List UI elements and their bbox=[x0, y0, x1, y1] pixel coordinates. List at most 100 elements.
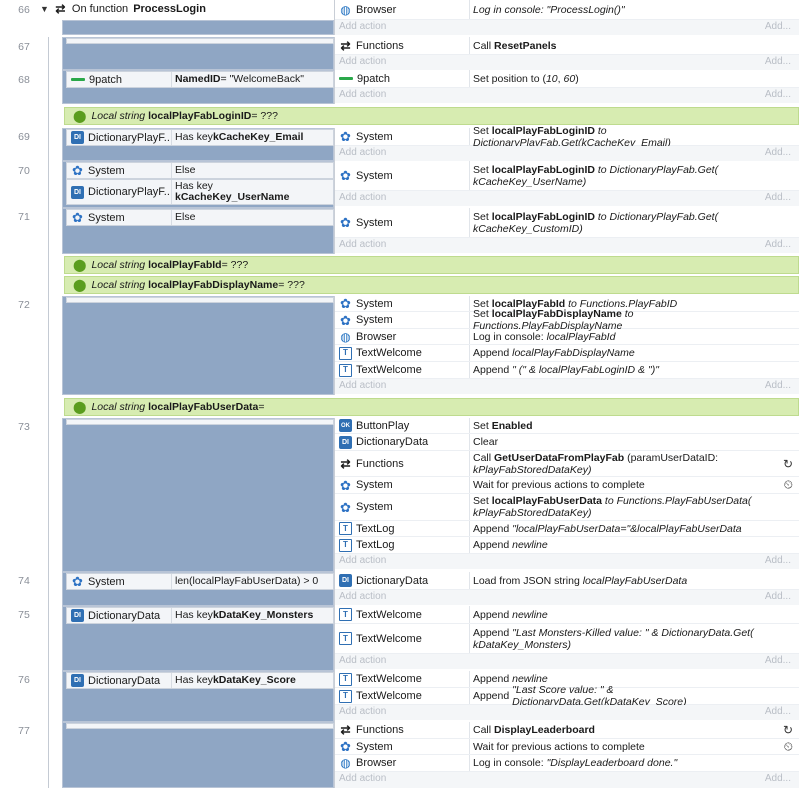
events-region: 67 ⇄Functions Call ResetPanels Add actio… bbox=[0, 37, 799, 788]
dictionary-icon: DI bbox=[71, 609, 84, 622]
action-row[interactable]: ⇄Functions Call GetUserDataFromPlayFab (… bbox=[335, 451, 799, 477]
action-row[interactable]: ⇄Functions Call DisplayLeaderboard ↻ bbox=[335, 722, 799, 739]
event-74[interactable]: ✿System len(localPlayFabUserData) > 0 DI… bbox=[0, 572, 799, 606]
line-number: 67 bbox=[18, 41, 30, 53]
globe-icon: ◍ bbox=[340, 756, 351, 770]
text-icon: T bbox=[339, 346, 352, 360]
event-72[interactable]: ✿System Set localPlayFabId to Functions.… bbox=[0, 296, 799, 395]
action-row[interactable]: ✿System Wait for previous actions to com… bbox=[335, 739, 799, 755]
condition-row[interactable]: ✿System Else bbox=[66, 162, 334, 179]
condition-area[interactable] bbox=[62, 296, 334, 395]
action-row[interactable]: ✿System Set localPlayFabLoginID to Dicti… bbox=[335, 125, 799, 149]
gear-icon: ✿ bbox=[340, 168, 351, 183]
action-row[interactable]: ✿System Set localPlayFabId to Functions.… bbox=[335, 296, 799, 312]
condition-row[interactable]: ✿System len(localPlayFabUserData) > 0 bbox=[66, 573, 334, 590]
action-row[interactable]: ✿System Set localPlayFabUserData to Func… bbox=[335, 494, 799, 521]
action-row[interactable]: ◍Browser Log in console: "DisplayLeaderb… bbox=[335, 755, 799, 772]
action-row[interactable]: ✿System Wait for previous actions to com… bbox=[335, 477, 799, 494]
action-row[interactable]: ⇄Functions Call ResetPanels bbox=[335, 37, 799, 55]
variable-pin-icon: ⬤ bbox=[73, 258, 87, 272]
condition-area[interactable]: ✿System len(localPlayFabUserData) > 0 bbox=[62, 572, 334, 606]
local-variable[interactable]: ⬤ Local string localPlayFabUserData = bbox=[64, 398, 799, 416]
event-68[interactable]: 9patch NamedID = "WelcomeBack" 9patch Se… bbox=[0, 70, 799, 104]
line-number: 69 bbox=[18, 131, 30, 143]
gear-icon: ✿ bbox=[72, 210, 83, 225]
condition-area[interactable]: ✿System Else bbox=[62, 208, 334, 254]
local-variable[interactable]: ⬤ Local string localPlayFabDisplayName =… bbox=[64, 276, 799, 294]
loop-icon: ⇄ bbox=[340, 456, 351, 471]
condition-area[interactable]: 9patch NamedID = "WelcomeBack" bbox=[62, 70, 334, 104]
gear-icon: ✿ bbox=[340, 739, 351, 754]
condition-area[interactable] bbox=[62, 722, 334, 788]
condition-area[interactable] bbox=[62, 418, 334, 572]
function-condition-area[interactable] bbox=[62, 20, 334, 35]
condition-area[interactable] bbox=[62, 37, 334, 70]
action-row[interactable]: ✿System Set localPlayFabLoginID to Dicti… bbox=[335, 208, 799, 238]
condition-row[interactable]: ✿System Else bbox=[66, 209, 334, 226]
action-row[interactable]: 9patch Set position to (10, 60) bbox=[335, 70, 799, 88]
line-number: 76 bbox=[18, 674, 30, 686]
variable-pin-icon: ⬤ bbox=[73, 278, 87, 292]
function-block[interactable]: ▼ ⇄ On function ProcessLogin ◍Browser Lo… bbox=[0, 0, 799, 35]
loop-icon: ⇄ bbox=[340, 723, 351, 737]
line-number: 75 bbox=[18, 609, 30, 621]
action-row[interactable]: ✿System Set localPlayFabLoginID to Dicti… bbox=[335, 161, 799, 191]
globe-icon: ◍ bbox=[340, 2, 351, 17]
action-row[interactable]: ◍Browser Log in console: localPlayFabId bbox=[335, 329, 799, 345]
local-variable[interactable]: ⬤ Local string localPlayFabId = ??? bbox=[64, 256, 799, 274]
condition-row[interactable]: 9patch NamedID = "WelcomeBack" bbox=[66, 71, 334, 88]
local-variable[interactable]: ⬤ Local string localPlayFabLoginID = ??? bbox=[64, 107, 799, 125]
event-71[interactable]: ✿System Else ✿System Set localPlayFabLog… bbox=[0, 208, 799, 254]
line-number: 71 bbox=[18, 211, 30, 223]
loop-icon: ⇄ bbox=[340, 38, 351, 53]
action-row[interactable]: ✿System Set localPlayFabDisplayName to F… bbox=[335, 308, 799, 332]
gear-icon: ✿ bbox=[340, 312, 351, 328]
event-77[interactable]: ⇄Functions Call DisplayLeaderboard ↻ ✿Sy… bbox=[0, 722, 799, 788]
function-header[interactable]: ▼ ⇄ On function ProcessLogin bbox=[40, 0, 206, 18]
action-column: ◍Browser Log in console: "ProcessLogin()… bbox=[334, 0, 799, 35]
action-row[interactable]: ◍Browser Log in console: "ProcessLogin()… bbox=[335, 0, 799, 20]
collapse-triangle-icon[interactable]: ▼ bbox=[40, 4, 49, 14]
variable-pin-icon: ⬤ bbox=[73, 400, 87, 414]
indent-gutter bbox=[48, 37, 62, 788]
line-number: 74 bbox=[18, 575, 30, 587]
dictionary-icon: DI bbox=[71, 131, 84, 144]
